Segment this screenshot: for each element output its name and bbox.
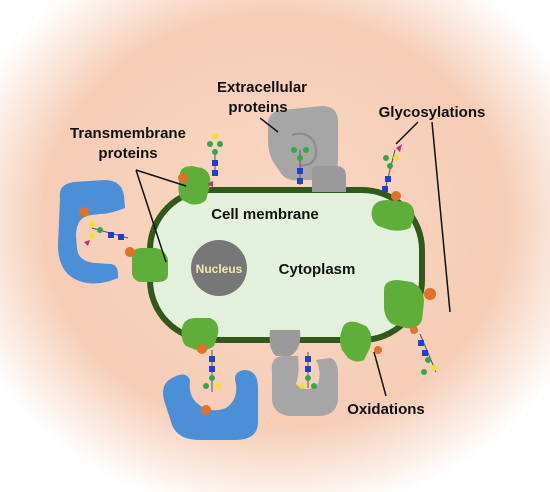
blue-protein-left: [58, 180, 125, 284]
oxidation-9: [201, 405, 211, 415]
tm-protein-right: [384, 280, 424, 329]
grey-protein-top-inner: [291, 132, 318, 167]
grey-protein-bottom-top: [269, 330, 301, 356]
oxidation-1: [79, 207, 89, 217]
extracellular-label-line2: proteins: [228, 99, 287, 116]
oxidations-label: Oxidations: [347, 401, 425, 418]
extracellular-label-line1: Extracellular: [217, 79, 307, 96]
glycan-top-center: [291, 147, 309, 185]
tm-protein-left: [132, 248, 168, 282]
glycan-bottom-left: [203, 350, 221, 392]
cell-membrane-label: Cell membrane: [211, 206, 319, 223]
pointer-glycosylation-1: [395, 121, 419, 145]
pointer-extracellular: [259, 117, 279, 133]
oxidation-4: [391, 191, 401, 201]
tm-protein-right-top: [371, 200, 415, 231]
grey-protein-bottom: [271, 356, 338, 416]
pointer-transmembrane-2: [135, 169, 167, 263]
transmembrane-label-line1: Transmembrane: [70, 125, 186, 142]
glycan-top-right: [382, 144, 402, 192]
oxidation-6: [410, 326, 418, 334]
pointer-glycosylation-2: [431, 121, 451, 313]
pointer-transmembrane-1: [135, 169, 187, 187]
oxidation-5: [424, 288, 436, 300]
nucleus-label: Nucleus: [196, 262, 243, 276]
glycan-top-left: [207, 133, 223, 187]
oxidation-2: [125, 247, 135, 257]
grey-protein-top: [267, 106, 338, 181]
tm-protein-bottom-right: [340, 321, 372, 362]
oxidation-8: [374, 346, 382, 354]
glycan-left: [84, 221, 129, 246]
oxidation-7: [197, 344, 207, 354]
glycan-right: [418, 333, 437, 375]
glycosylations-label: Glycosylations: [379, 104, 486, 121]
cytoplasm-label: Cytoplasm: [279, 261, 356, 278]
pointer-lines: [135, 117, 451, 397]
tm-protein-bottom-left: [181, 318, 219, 351]
glycan-bottom-center: [299, 352, 317, 389]
transmembrane-label-line2: proteins: [98, 145, 157, 162]
oxidation-3: [178, 173, 188, 183]
blue-protein-bottom: [163, 370, 258, 440]
pointer-oxidations: [373, 351, 387, 397]
nucleus: [191, 240, 247, 296]
oxidation-markers: [79, 173, 436, 415]
grey-protein-top-foot: [311, 166, 346, 192]
